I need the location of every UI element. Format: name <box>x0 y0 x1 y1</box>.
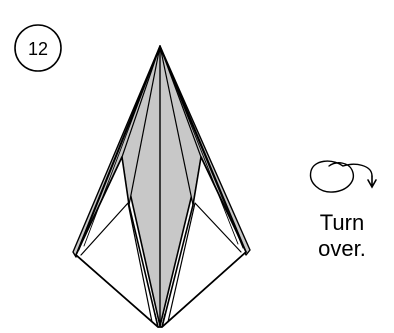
instruction-line-1: Turn <box>320 210 364 235</box>
turn-over-instruction: Turn over. <box>318 210 366 261</box>
turn-over-loop <box>311 161 372 192</box>
turn-over-arrowhead <box>368 176 376 187</box>
origami-model <box>73 46 250 327</box>
instruction-line-2: over. <box>318 236 366 261</box>
step-number-badge: 12 <box>15 25 61 71</box>
turn-over-arrow-icon <box>311 161 376 192</box>
step-number-text: 12 <box>28 39 48 59</box>
